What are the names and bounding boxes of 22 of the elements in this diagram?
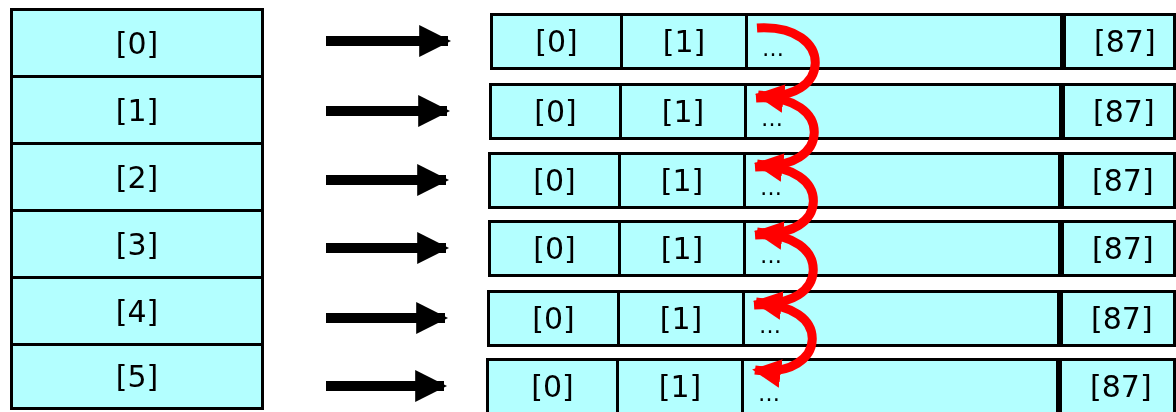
curved-arrow (753, 230, 818, 318)
arrow (326, 95, 451, 127)
array-cell: [5] (10, 343, 264, 410)
curved-arrow (752, 300, 817, 386)
row-array-bar (490, 13, 1176, 70)
row-array-bar (488, 152, 1176, 209)
array-cell: [3] (10, 209, 264, 279)
row-array-bar (489, 83, 1176, 140)
arrow (326, 370, 448, 402)
arrow (326, 25, 452, 57)
curved-arrow (754, 93, 819, 180)
row-array-bar (486, 358, 1176, 412)
arrow (326, 164, 450, 196)
row-array-bar (488, 220, 1176, 277)
array-cell: [1] (10, 75, 264, 145)
curved-arrow (754, 162, 818, 248)
arrow (326, 302, 449, 334)
array-cell: [4] (10, 276, 264, 346)
array-cell: [2] (10, 142, 264, 212)
array-cell: [0] (10, 8, 264, 78)
row-array-bar (487, 290, 1176, 347)
arrow (326, 232, 450, 264)
